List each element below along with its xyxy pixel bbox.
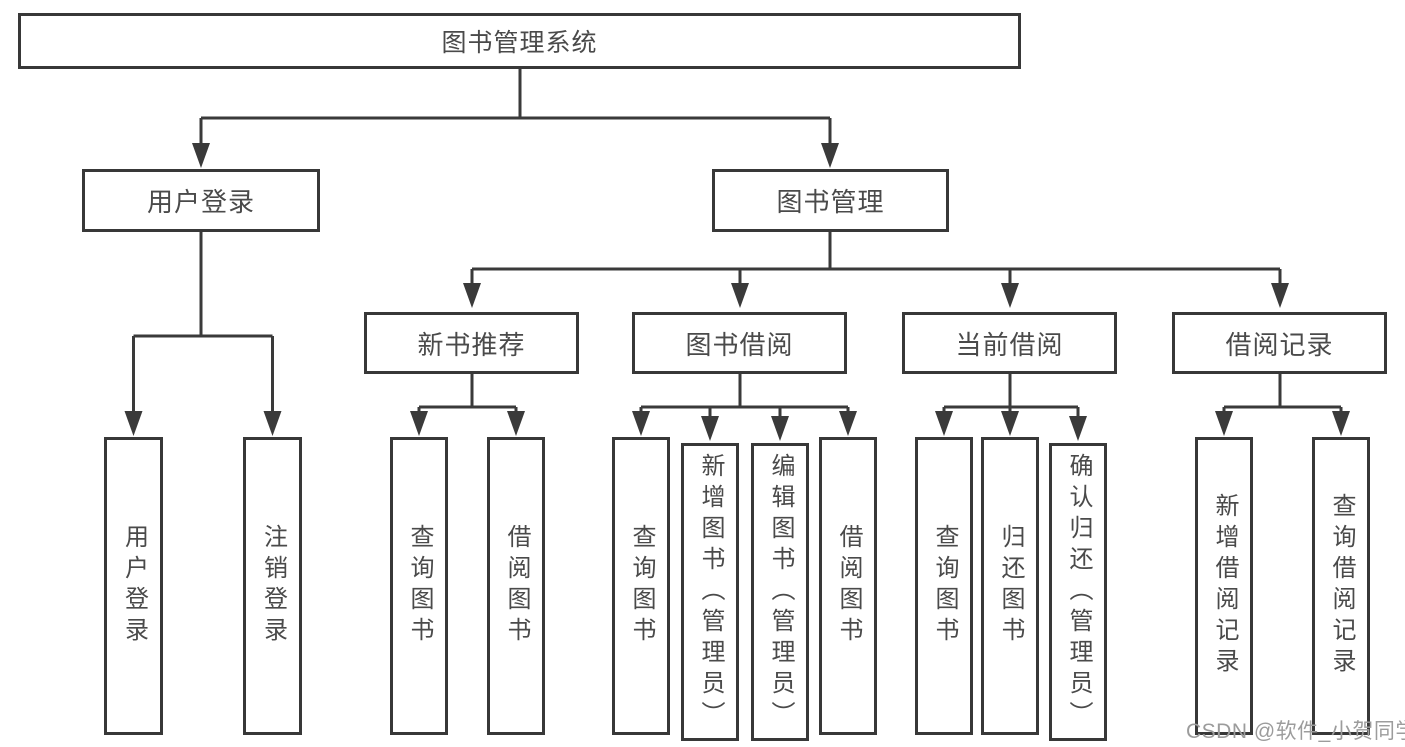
leaf-query-book-1-label: 查询图书 — [406, 524, 433, 648]
leaf-borrow-book-2: 借阅图书 — [819, 437, 877, 735]
arrow-down-icon — [701, 416, 719, 441]
arrow-down-icon — [410, 411, 428, 436]
connector-current-borrow-to-leaves — [935, 374, 1087, 441]
node-book-borrow-label: 图书借阅 — [685, 329, 794, 360]
connector-user-login-to-leaves — [124, 232, 282, 436]
arrow-down-icon — [1271, 283, 1289, 308]
leaf-add-book-admin-label: 新增图书（管理员） — [697, 452, 724, 732]
arrow-down-icon — [1332, 411, 1350, 436]
leaf-user-login-label: 用户登录 — [120, 524, 148, 648]
leaf-logout: 注销登录 — [243, 437, 302, 735]
node-book-borrow: 图书借阅 — [632, 312, 847, 374]
leaf-query-borrow-record-label: 查询借阅记录 — [1328, 493, 1355, 679]
leaf-query-book-2: 查询图书 — [612, 437, 670, 735]
leaf-edit-book-admin: 编辑图书（管理员） — [751, 443, 809, 741]
leaf-confirm-return-admin-label: 确认归还（管理员） — [1065, 452, 1092, 732]
arrow-down-icon — [1215, 411, 1233, 436]
connector-book-mgmt-to-level3 — [463, 232, 1289, 308]
connector-root-to-level2 — [192, 69, 839, 168]
arrow-down-icon — [839, 411, 857, 436]
connector-book-borrow-to-leaves — [632, 374, 857, 441]
node-book-management-label: 图书管理 — [776, 187, 885, 217]
node-current-borrow: 当前借阅 — [902, 312, 1117, 374]
node-root-label: 图书管理系统 — [441, 29, 598, 57]
arrow-down-icon — [1069, 416, 1087, 441]
arrow-down-icon — [731, 283, 749, 308]
leaf-query-book-1: 查询图书 — [390, 437, 448, 735]
arrow-down-icon — [1001, 283, 1019, 308]
arrow-down-icon — [632, 411, 650, 436]
arrow-down-icon — [1001, 411, 1019, 436]
leaf-edit-book-admin-label: 编辑图书（管理员） — [767, 452, 794, 732]
node-book-management: 图书管理 — [712, 169, 949, 232]
csdn-watermark: CSDN @软件_小贺同学 — [1186, 720, 1405, 743]
leaf-add-book-admin: 新增图书（管理员） — [681, 443, 739, 741]
leaf-borrow-book-1-label: 借阅图书 — [503, 524, 530, 648]
arrow-down-icon — [507, 411, 525, 436]
leaf-confirm-return-admin: 确认归还（管理员） — [1049, 443, 1107, 741]
arrow-down-icon — [821, 143, 839, 168]
leaf-borrow-book-1: 借阅图书 — [487, 437, 545, 735]
node-borrow-record-label: 借阅记录 — [1225, 329, 1334, 360]
arrow-down-icon — [463, 283, 481, 308]
arrow-down-icon — [124, 411, 143, 436]
leaf-logout-label: 注销登录 — [259, 524, 287, 648]
node-root: 图书管理系统 — [18, 13, 1021, 69]
leaf-query-borrow-record: 查询借阅记录 — [1312, 437, 1370, 735]
leaf-return-book: 归还图书 — [981, 437, 1039, 735]
node-user-login-label: 用户登录 — [146, 187, 255, 217]
leaf-query-book-2-label: 查询图书 — [628, 524, 655, 648]
connector-new-book-to-leaves — [410, 374, 525, 436]
arrow-down-icon — [935, 411, 953, 436]
leaf-return-book-label: 归还图书 — [997, 524, 1024, 648]
leaf-query-book-3-label: 查询图书 — [931, 524, 958, 648]
leaf-add-borrow-record-label: 新增借阅记录 — [1211, 493, 1238, 679]
leaf-user-login: 用户登录 — [104, 437, 163, 735]
node-new-book-recommend-label: 新书推荐 — [417, 329, 526, 360]
node-user-login: 用户登录 — [82, 169, 320, 232]
arrow-down-icon — [771, 416, 789, 441]
leaf-add-borrow-record: 新增借阅记录 — [1195, 437, 1253, 735]
leaf-borrow-book-2-label: 借阅图书 — [835, 524, 862, 648]
node-new-book-recommend: 新书推荐 — [364, 312, 579, 374]
node-borrow-record: 借阅记录 — [1172, 312, 1387, 374]
arrow-down-icon — [263, 411, 282, 436]
node-current-borrow-label: 当前借阅 — [955, 329, 1064, 360]
arrow-down-icon — [192, 143, 210, 168]
connector-borrow-record-to-leaves — [1215, 374, 1350, 436]
leaf-query-book-3: 查询图书 — [915, 437, 973, 735]
